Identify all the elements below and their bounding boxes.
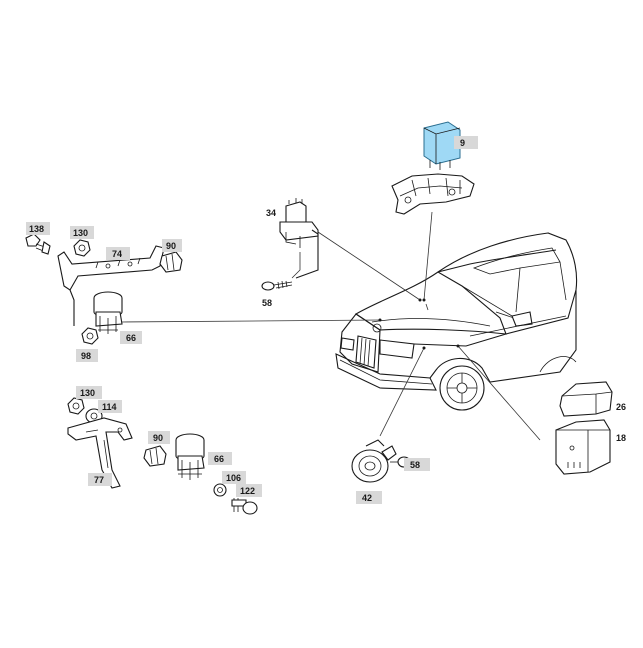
callout-26[interactable]: 26 — [616, 402, 626, 412]
callout-74[interactable]: 74 — [106, 247, 130, 260]
screw-58-upper[interactable] — [261, 280, 293, 291]
bolt-138[interactable] — [25, 233, 51, 255]
callout-130-upper[interactable]: 130 — [70, 226, 94, 239]
left-upper-assembly — [25, 233, 183, 345]
callout-66-upper[interactable]: 66 — [120, 331, 142, 344]
callout-42[interactable]: 42 — [356, 491, 382, 504]
horn-42[interactable] — [351, 439, 397, 483]
leader-dot-5 — [456, 344, 460, 348]
svg-text:18: 18 — [616, 433, 626, 443]
callout-90-lower[interactable]: 90 — [148, 431, 170, 444]
svg-text:58: 58 — [410, 460, 420, 470]
callout-66-lower[interactable]: 66 — [208, 452, 232, 465]
cover-26[interactable] — [559, 381, 613, 417]
callout-90-upper[interactable]: 90 — [162, 239, 182, 252]
svg-text:138: 138 — [29, 224, 44, 234]
callout-138[interactable]: 138 — [26, 222, 50, 235]
nut-130-upper[interactable] — [73, 239, 91, 257]
leader-dot-4 — [422, 346, 426, 350]
svg-text:130: 130 — [73, 228, 88, 238]
svg-text:9: 9 — [460, 138, 465, 148]
callout-34[interactable]: 34 — [266, 208, 276, 218]
leader-dot-3 — [378, 318, 382, 322]
leader-dot-1 — [422, 298, 426, 302]
callout-77[interactable]: 77 — [88, 473, 112, 486]
nut-98[interactable] — [81, 327, 99, 345]
svg-text:90: 90 — [153, 433, 163, 443]
callout-106[interactable]: 106 — [222, 471, 246, 484]
callout-18[interactable]: 18 — [616, 433, 626, 443]
callout-98[interactable]: 98 — [76, 349, 98, 362]
component-66-lower[interactable] — [175, 433, 205, 480]
callout-9[interactable]: 9 — [454, 136, 478, 149]
svg-text:74: 74 — [112, 249, 122, 259]
module-18[interactable] — [555, 419, 611, 475]
grommet-90-upper[interactable] — [159, 251, 183, 273]
svg-text:98: 98 — [81, 351, 91, 361]
callout-122[interactable]: 122 — [236, 484, 262, 497]
callout-58-upper[interactable]: 58 — [262, 298, 272, 308]
callout-58-lower[interactable]: 58 — [404, 458, 430, 471]
callout-130-lower[interactable]: 130 — [76, 386, 102, 399]
part-34-relay[interactable] — [279, 198, 319, 279]
relay-bracket — [391, 173, 475, 215]
svg-text:90: 90 — [166, 241, 176, 251]
svg-text:114: 114 — [102, 402, 117, 412]
plug-122[interactable] — [231, 498, 258, 515]
svg-text:106: 106 — [226, 473, 241, 483]
cap-106[interactable] — [213, 483, 227, 497]
nut-130-lower[interactable] — [67, 397, 85, 415]
svg-text:26: 26 — [616, 402, 626, 412]
svg-text:42: 42 — [362, 493, 372, 503]
leader-lines — [121, 211, 541, 441]
relay-part-9[interactable] — [423, 121, 461, 170]
svg-text:66: 66 — [214, 454, 224, 464]
component-66-upper[interactable] — [93, 291, 123, 334]
svg-text:66: 66 — [126, 333, 136, 343]
svg-text:130: 130 — [80, 388, 95, 398]
car-illustration — [335, 232, 578, 411]
leader-dot-2 — [418, 298, 422, 302]
svg-text:58: 58 — [262, 298, 272, 308]
svg-text:77: 77 — [94, 475, 104, 485]
grommet-90-lower[interactable] — [143, 445, 167, 467]
svg-text:34: 34 — [266, 208, 276, 218]
callout-114[interactable]: 114 — [98, 400, 122, 413]
svg-text:122: 122 — [240, 486, 255, 496]
